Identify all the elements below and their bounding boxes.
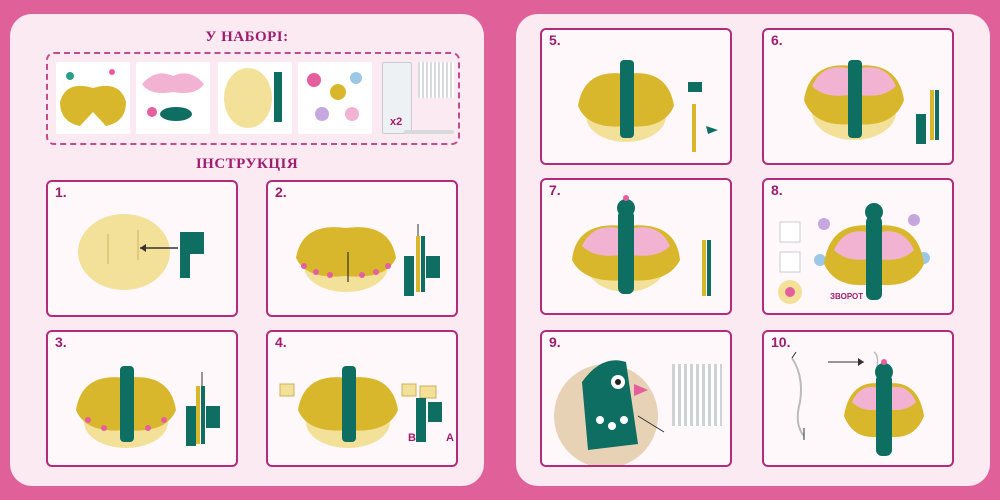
kit-sheet-base — [218, 62, 292, 134]
kit-sheet-flowers — [298, 62, 372, 134]
step-3: 3. — [46, 330, 238, 467]
kit-sheet-wings-pink — [136, 62, 210, 134]
step-2-illustration — [296, 224, 440, 296]
step-4-illustration — [279, 366, 442, 448]
step-9: 9. — [540, 330, 732, 467]
step-8: 8. ЗВОРОТ — [762, 178, 954, 315]
step-number: 6. — [771, 32, 783, 48]
kit-count: x2 — [390, 116, 403, 128]
step-number: 1. — [55, 184, 67, 200]
kit-sheet-stickers — [382, 62, 412, 134]
step-number: 5. — [549, 32, 561, 48]
step-7-illustration — [572, 195, 711, 296]
kit-contents: x2 — [46, 52, 460, 145]
step-1-illustration — [78, 214, 204, 290]
label-a: A — [446, 432, 454, 444]
step-6: 6. — [762, 28, 954, 165]
step-number: 3. — [55, 334, 67, 350]
step-10: 10. — [762, 330, 954, 467]
step-4: 4. B A — [266, 330, 458, 467]
step-5: 5. — [540, 28, 732, 165]
step-8-illustration — [778, 203, 930, 304]
instructions-title: ІНСТРУКЦІЯ — [195, 156, 299, 172]
step-number: 8. — [771, 182, 783, 198]
kit-sheet-wings-yellow — [56, 62, 130, 134]
step-number: 10. — [771, 334, 791, 350]
step-5-illustration — [578, 60, 718, 152]
step-number: 2. — [275, 184, 287, 200]
back-label: ЗВОРОТ — [830, 292, 864, 301]
step-1: 1. — [46, 180, 238, 317]
kit-title: У НАБОРІ: — [205, 29, 289, 45]
kit-string — [404, 130, 454, 134]
left-page: У НАБОРІ: x2 ІНСТРУКЦІЯ 1. 2. — [10, 14, 484, 486]
step-7: 7. — [540, 178, 732, 315]
step-number: 9. — [549, 334, 561, 350]
step-2: 2. — [266, 180, 458, 317]
step-6-illustration — [804, 60, 939, 144]
gem-sticker-sheet — [672, 364, 722, 426]
step-number: 7. — [549, 182, 561, 198]
label-b: B — [408, 432, 416, 444]
kit-sheet-gems — [418, 62, 454, 98]
step-10-illustration — [791, 351, 924, 456]
step-number: 4. — [275, 334, 287, 350]
step-3-illustration — [76, 366, 220, 448]
right-page: 5. 6. 7. — [516, 14, 990, 486]
